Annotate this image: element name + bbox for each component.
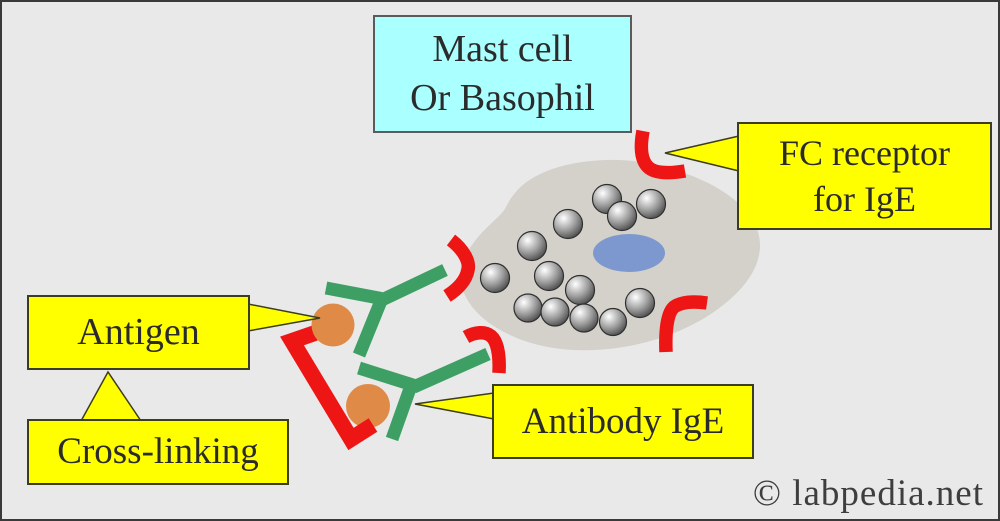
fc-receptor-shape-bottom-right [659, 295, 708, 353]
granule [540, 297, 570, 327]
antibody-ige-label: Antibody IgE [521, 400, 725, 442]
granule [624, 287, 656, 319]
antigen-label: Antigen [77, 311, 200, 354]
mast-cell-title-line1: Mast cell [432, 27, 573, 70]
antigen-circle-lower [346, 384, 390, 428]
granule [479, 262, 511, 294]
ige-antibody-shape-upper [324, 264, 448, 358]
ige-antibody-shape-lower [357, 348, 491, 442]
granule [564, 274, 596, 306]
granules [479, 183, 667, 337]
mast-cell-title-box: Mast cell Or Basophil [373, 15, 632, 133]
granule [552, 208, 584, 240]
fc-receptor-shape-left [443, 234, 476, 302]
nucleus [593, 234, 665, 272]
antibody-callout-pointer [414, 392, 495, 420]
mast-cell-title-line2: Or Basophil [410, 77, 595, 119]
fc-callout-pointer [664, 135, 740, 172]
fc-receptor-label-line1: FC receptor [779, 132, 950, 173]
cross-linking-callout: Cross-linking [27, 419, 289, 485]
granule [513, 293, 543, 323]
watermark-text: © labpedia.net [752, 473, 984, 514]
cross-linking-label: Cross-linking [57, 431, 259, 473]
granule [606, 200, 638, 232]
antigen-circle-upper [311, 303, 355, 347]
antigen-callout: Antigen [27, 295, 250, 370]
granule [598, 307, 628, 337]
granule [533, 260, 565, 292]
cross-link-shape [280, 325, 378, 451]
fc-receptor-shape-bottom-middle [462, 326, 506, 374]
granule [569, 303, 599, 333]
fc-receptor-callout: FC receptor for IgE [737, 122, 992, 230]
fc-receptor-shape-top [634, 129, 687, 180]
granule [635, 188, 667, 220]
cross-linking-callout-pointer [80, 370, 142, 422]
antibody-ige-callout: Antibody IgE [492, 384, 754, 459]
fc-receptor-label-line2: for IgE [813, 179, 916, 219]
granule [516, 230, 548, 262]
antigen-callout-pointer [247, 303, 321, 332]
